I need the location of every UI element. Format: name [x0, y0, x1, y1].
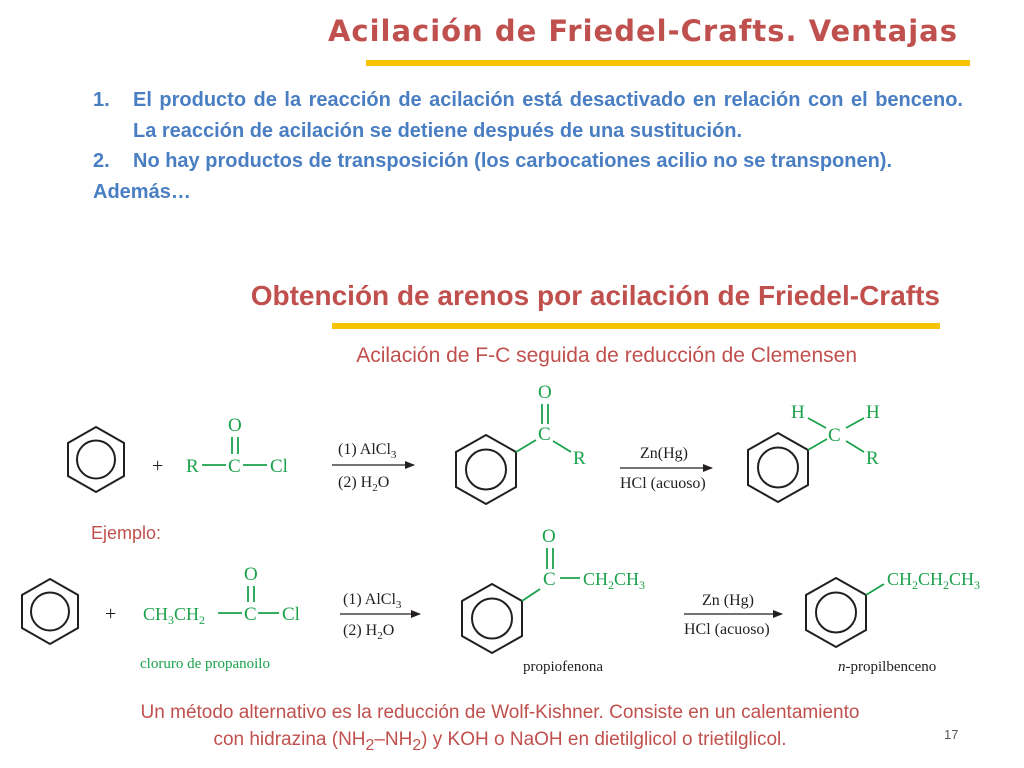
list-number: 1. [93, 89, 110, 111]
plus-sign: + [105, 603, 116, 625]
carbon-label: C [244, 604, 257, 625]
list-item: 2. No hay productos de transposición (lo… [93, 146, 963, 177]
n-propylbenzene: CH2CH2CH3 [805, 569, 980, 649]
title-underline [366, 60, 970, 66]
alkylbenzene-product: H H C R [747, 402, 880, 504]
reagent-hcl: HCl (acuoso) [620, 475, 706, 492]
scheme-title: Acilación de F-C seguida de reducción de… [356, 344, 857, 367]
reagent-hcl: HCl (acuoso) [684, 621, 770, 638]
hydrogen-label: H [791, 402, 805, 423]
example-benzene [21, 577, 79, 646]
list-number: 2. [93, 150, 110, 172]
carbon-label: C [538, 424, 551, 445]
plus-sign: + [152, 455, 163, 477]
reagent-arrow-2: Zn(Hg) HCl (acuoso) [620, 445, 713, 492]
reactant-name-label: cloruro de propanoilo [140, 656, 270, 672]
reagent-arrow-4: Zn (Hg) HCl (acuoso) [684, 592, 783, 638]
general-reaction-scheme [67, 425, 125, 494]
reagent-alcl3: (1) AlCl3 [343, 591, 402, 611]
list-text: No hay productos de transposición (los c… [133, 150, 893, 172]
chlorine-label: Cl [282, 604, 300, 625]
reaction-schemes: + R C O Cl (1) AlCl3 (2) H2O [21, 382, 980, 675]
reagent-water: (2) H2O [343, 622, 394, 642]
propyl-group-label: CH2CH2CH3 [887, 569, 980, 592]
r-group-label: R [573, 448, 586, 469]
example-label: Ejemplo: [91, 523, 162, 543]
acyl-chloride: R C O Cl [186, 415, 288, 477]
wolf-kishner-note: Un método alternativo es la reducción de… [40, 699, 960, 759]
aromatic-circle [465, 448, 507, 491]
reagent-arrow-1: (1) AlCl3 (2) H2O [332, 441, 415, 494]
r-group-label: R [866, 448, 879, 469]
reagent-arrow-3: (1) AlCl3 (2) H2O [340, 591, 421, 642]
reagent-zn-hg: Zn (Hg) [702, 592, 754, 609]
aromatic-circle [757, 446, 799, 489]
intermediate-name-label: propiofenona [523, 659, 603, 675]
oxygen-label: O [538, 382, 552, 403]
reagent-water: (2) H2O [338, 474, 389, 494]
carbon-label: C [828, 425, 841, 446]
product-name-label: n-propilbenceno [838, 659, 936, 675]
hydrogen-label: H [866, 402, 880, 423]
aromatic-circle [471, 597, 513, 640]
chlorine-label: Cl [270, 456, 288, 477]
note-line-2: con hidrazina (NH2–NH2) y KOH o NaOH en … [213, 729, 787, 754]
ademas-text: Además… [93, 180, 191, 203]
note-line-1: Un método alternativo es la reducción de… [140, 702, 860, 723]
page-number: 17 [944, 727, 959, 742]
subtitle-underline [332, 323, 940, 329]
aryl-ketone: O C R [455, 382, 586, 506]
reagent-alcl3: (1) AlCl3 [338, 441, 397, 461]
carbon-label: C [228, 456, 241, 477]
r-group-label: R [186, 456, 199, 477]
section-subtitle: Obtención de arenos por acilación de Fri… [250, 280, 940, 311]
propanoyl-chloride: CH3CH2 C O Cl [143, 564, 300, 627]
reagent-zn-hg: Zn(Hg) [640, 445, 688, 462]
benzene-ring [67, 425, 125, 494]
propiophenone: O C CH2CH3 [461, 526, 645, 655]
oxygen-label: O [244, 564, 258, 585]
ethyl-group-label: CH2CH3 [583, 569, 645, 592]
oxygen-label: O [228, 415, 242, 436]
list-text: El producto de la reacción de acilación … [133, 89, 963, 142]
carbon-label: C [543, 569, 556, 590]
acyl-bonds [202, 437, 267, 466]
aromatic-circle [815, 591, 857, 634]
ethyl-group-label: CH3CH2 [143, 604, 205, 627]
advantages-list: 1. El producto de la reacción de acilaci… [93, 85, 963, 207]
slide-title: Acilación de Friedel-Crafts. Ventajas [327, 14, 958, 48]
list-item: 1. El producto de la reacción de acilaci… [93, 85, 963, 146]
oxygen-label: O [542, 526, 556, 547]
